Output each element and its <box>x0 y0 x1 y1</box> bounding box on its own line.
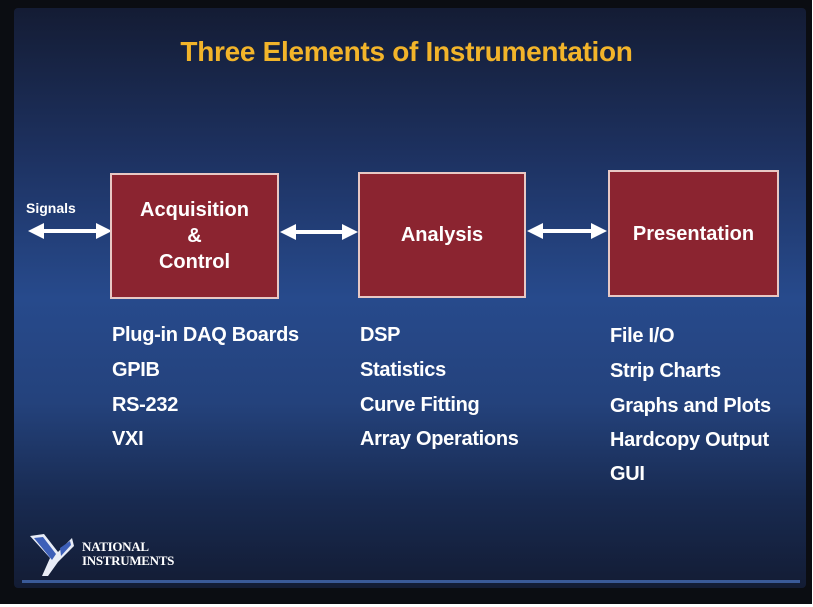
list-item: Hardcopy Output <box>610 429 769 451</box>
block-line: Presentation <box>632 222 755 245</box>
signals-arrow <box>28 223 112 239</box>
list-item: Curve Fitting <box>360 394 480 416</box>
logo-line1: NATIONAL <box>82 539 149 554</box>
list-item: Strip Charts <box>610 360 721 382</box>
list-item: GUI <box>610 463 645 485</box>
list-item: Graphs and Plots <box>610 395 771 417</box>
list-item: Array Operations <box>360 428 519 450</box>
list-item: VXI <box>112 428 144 450</box>
logo-line2: INSTRUMENTS <box>82 553 175 568</box>
block-line: & <box>187 225 202 247</box>
national-instruments-logo-icon <box>30 534 74 576</box>
list-item: Statistics <box>360 359 446 381</box>
acquisition-analysis-arrow <box>280 224 358 240</box>
list-item: DSP <box>360 324 401 346</box>
signals-label: Signals <box>26 200 76 216</box>
slide-title: Three Elements of Instrumentation <box>180 36 633 67</box>
list-item: GPIB <box>112 359 160 381</box>
analysis-presentation-arrow <box>527 223 607 239</box>
presentation-block: Presentation <box>608 170 779 297</box>
list-item: Plug-in DAQ Boards <box>112 324 299 346</box>
analysis-block: Analysis <box>358 172 526 298</box>
logo-text: NATIONAL INSTRUMENTS <box>82 540 174 568</box>
list-item: RS-232 <box>112 394 179 416</box>
block-line: Analysis <box>400 224 484 246</box>
acquisition-control-block: Acquisition & Control <box>110 173 279 299</box>
block-line: Acquisition <box>140 199 249 221</box>
list-item: File I/O <box>610 325 675 347</box>
block-line: Control <box>158 251 231 273</box>
bottom-divider <box>22 580 800 583</box>
